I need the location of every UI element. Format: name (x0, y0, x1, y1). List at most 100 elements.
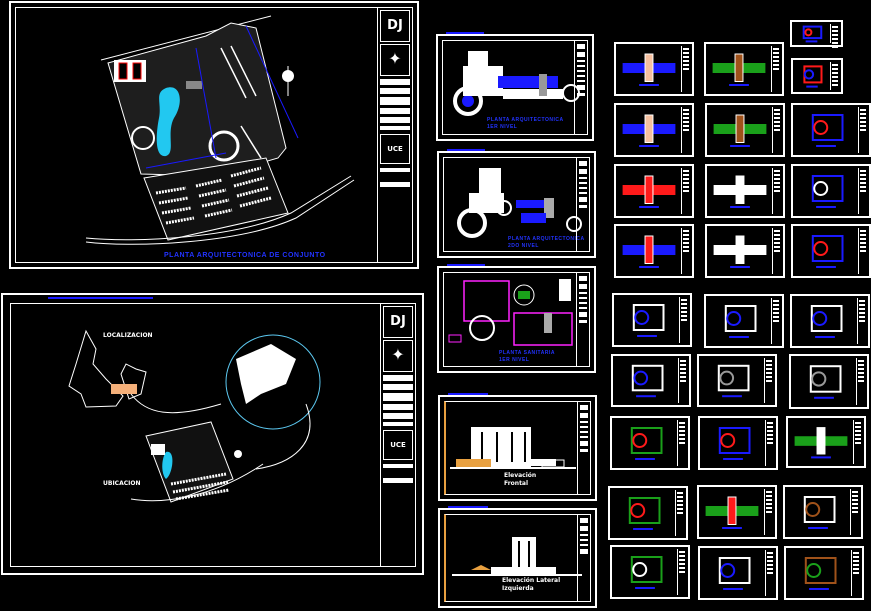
title-block (764, 358, 773, 403)
thumbnail-drawing (811, 114, 844, 147)
title-block (576, 273, 589, 366)
thumbnail-sheet[interactable] (697, 354, 777, 407)
thumbnail-sheet[interactable] (614, 164, 694, 218)
thumbnail-caption (633, 528, 653, 530)
sheet-tab (447, 264, 485, 266)
thumbnail-caption (729, 84, 749, 86)
thumbnail-sheet[interactable] (610, 545, 690, 599)
title-block (851, 550, 860, 596)
thumbnail-sheet[interactable] (705, 224, 785, 278)
title-block (853, 420, 862, 464)
title-block (765, 420, 774, 466)
thumbnail-drawing (622, 53, 676, 86)
thumbnail-sheet[interactable] (783, 485, 863, 539)
north-arrow-icon (234, 450, 242, 458)
thumbnail-sheet[interactable] (786, 416, 866, 468)
label-localizacion: LOCALIZACION (103, 332, 153, 339)
thumbnail-sheet[interactable] (705, 103, 785, 157)
title-block (678, 358, 687, 403)
title-block (677, 549, 686, 595)
sheet-border: PLANTA SANITARIA 1ER NIVEL (443, 272, 590, 367)
sheet-sanitary[interactable]: PLANTA SANITARIA 1ER NIVEL (437, 264, 596, 373)
thumbnail-caption (639, 266, 659, 268)
sheet-border: PLANTA ARQUITECTONICA DE CONJUNTO DJ ✦ U… (15, 7, 413, 263)
thumbnail-drawing (810, 305, 843, 338)
title-block (681, 46, 690, 92)
sheet-site-plan[interactable]: PLANTA ARQUITECTONICA DE CONJUNTO DJ ✦ U… (9, 1, 419, 269)
sheet-border: PLANTA ARQUITECTONICA 1ER NIVEL (442, 40, 588, 135)
elevation-left-drawing (452, 537, 582, 576)
sheet-floor1[interactable]: PLANTA ARQUITECTONICA 1ER NIVEL (436, 32, 594, 141)
thumbnail-sheet[interactable] (608, 486, 688, 540)
title-block (858, 168, 867, 214)
thumbnail-sheet[interactable] (611, 354, 691, 407)
title-block: DJ ✦ UCE (380, 304, 415, 566)
title-block (771, 46, 780, 92)
elevation-left-subtitle: Izquierda (502, 585, 534, 592)
title-block (850, 489, 859, 535)
sheet-tab (446, 32, 484, 34)
thumbnail-caption (808, 527, 828, 529)
thumbnail-sheet[interactable] (704, 294, 784, 348)
title-block (771, 298, 780, 344)
site-plan-drawing (85, 15, 355, 245)
thumbnail-sheet[interactable] (791, 103, 871, 157)
thumbnail-drawing (713, 114, 767, 147)
thumbnail-sheet[interactable] (614, 224, 694, 278)
thumbnail-sheet[interactable] (704, 42, 784, 96)
thumbnail-sheet[interactable] (791, 164, 871, 218)
sheet-elevation-left[interactable]: Elevación Lateral Izquierda (438, 506, 597, 608)
thumbnail-sheet[interactable] (789, 354, 869, 409)
thumbnail-sheet[interactable] (698, 416, 778, 470)
thumbnail-drawing (630, 427, 663, 460)
sheet-floor2[interactable]: PLANTA ARQUITECTONICA 2DO NIVEL (437, 149, 596, 258)
thumbnail-drawing (804, 557, 837, 590)
title-block (577, 515, 590, 601)
compass-icon: ✦ (380, 44, 410, 76)
thumbnail-drawing (802, 25, 823, 43)
thumbnail-drawing (622, 235, 676, 268)
thumbnail-sheet[interactable] (614, 42, 694, 96)
title-block (681, 228, 690, 274)
thumbnail-sheet[interactable] (705, 164, 785, 218)
thumbnail-sheet[interactable] (698, 546, 778, 600)
thumbnail-caption (637, 335, 657, 337)
thumbnail-caption (815, 336, 835, 338)
thumbnail-drawing (705, 496, 759, 529)
thumbnail-sheet[interactable] (697, 485, 777, 539)
thumbnail-sheet[interactable] (790, 294, 870, 348)
thumbnail-sheet[interactable] (790, 20, 843, 48)
thumbnail-drawing (631, 364, 664, 398)
title-block (681, 168, 690, 214)
sheet-location[interactable]: LOCALIZACION UBICACION DJ ✦ UCE (1, 293, 424, 575)
thumbnail-caption (723, 458, 743, 460)
thumbnail-drawing (713, 175, 767, 208)
thumbnail-sheet[interactable] (614, 103, 694, 157)
label-ubicacion: UBICACION (103, 480, 141, 487)
north-arrow-icon (282, 66, 294, 96)
stamp: UCE (380, 134, 410, 164)
thumbnail-caption (809, 588, 829, 590)
thumbnail-drawing (803, 65, 823, 88)
location-drawing (68, 329, 321, 503)
sheet-elevation-front[interactable]: Elevación Frontal (438, 393, 597, 501)
thumbnail-caption (723, 588, 743, 590)
thumbnail-caption (811, 456, 831, 459)
thumbnail-sheet[interactable] (784, 546, 864, 600)
thumbnail-caption (816, 266, 836, 268)
thumbnail-sheet[interactable] (610, 416, 690, 470)
title-block (830, 24, 839, 48)
thumbnail-drawing (712, 53, 766, 86)
thumbnail-sheet[interactable] (612, 293, 692, 347)
thumbnail-caption (730, 266, 750, 268)
thumbnail-caption (722, 527, 742, 529)
thumbnail-sheet[interactable] (791, 224, 871, 278)
thumbnail-caption (729, 336, 749, 338)
sheet-tab (48, 297, 153, 299)
title-block (764, 489, 773, 535)
thumbnail-sheet[interactable] (791, 58, 843, 94)
thumbnail-caption (816, 206, 836, 208)
title-block (830, 62, 839, 90)
thumbnail-caption (639, 206, 659, 208)
floor1-title: PLANTA ARQUITECTONICA (487, 117, 564, 123)
